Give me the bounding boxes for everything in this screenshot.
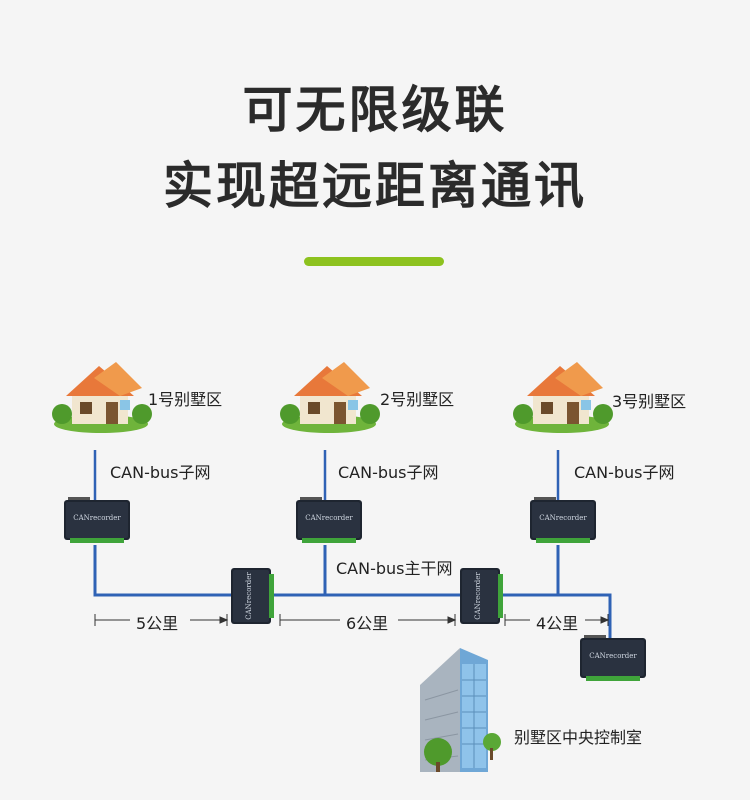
device-icon [296,497,362,543]
device-icon [530,497,596,543]
distance-label-3: 4公里 [536,614,579,633]
backbone-label: CAN-bus主干网 [336,559,453,578]
villa-1-label: 1号别墅区 [148,390,223,409]
bus-wires [93,545,612,640]
house-icon [513,362,613,433]
subnet-3-label: CAN-bus子网 [574,463,675,482]
control-room-label: 别墅区中央控制室 [514,728,643,747]
distance-markers [94,614,610,626]
house-icon [280,362,380,433]
subnet-1-label: CAN-bus子网 [110,463,211,482]
subnet-wires [93,450,560,500]
headline-line-1: 可无限级联 [242,81,508,139]
distance-label-1: 5公里 [136,614,179,633]
villa-3-label: 3号别墅区 [612,392,687,411]
villa-2-label: 2号别墅区 [380,390,455,409]
subnet-2-label: CAN-bus子网 [338,463,439,482]
distance-label-2: 6公里 [346,614,389,633]
device-icon [580,635,646,681]
headline-line-2: 实现超远距离通讯 [163,157,587,215]
device-icon [460,568,503,624]
tree-icon [424,733,501,772]
device-icon [64,497,130,543]
house-icon [52,362,152,433]
accent-divider [304,257,444,266]
device-icon [231,568,274,624]
